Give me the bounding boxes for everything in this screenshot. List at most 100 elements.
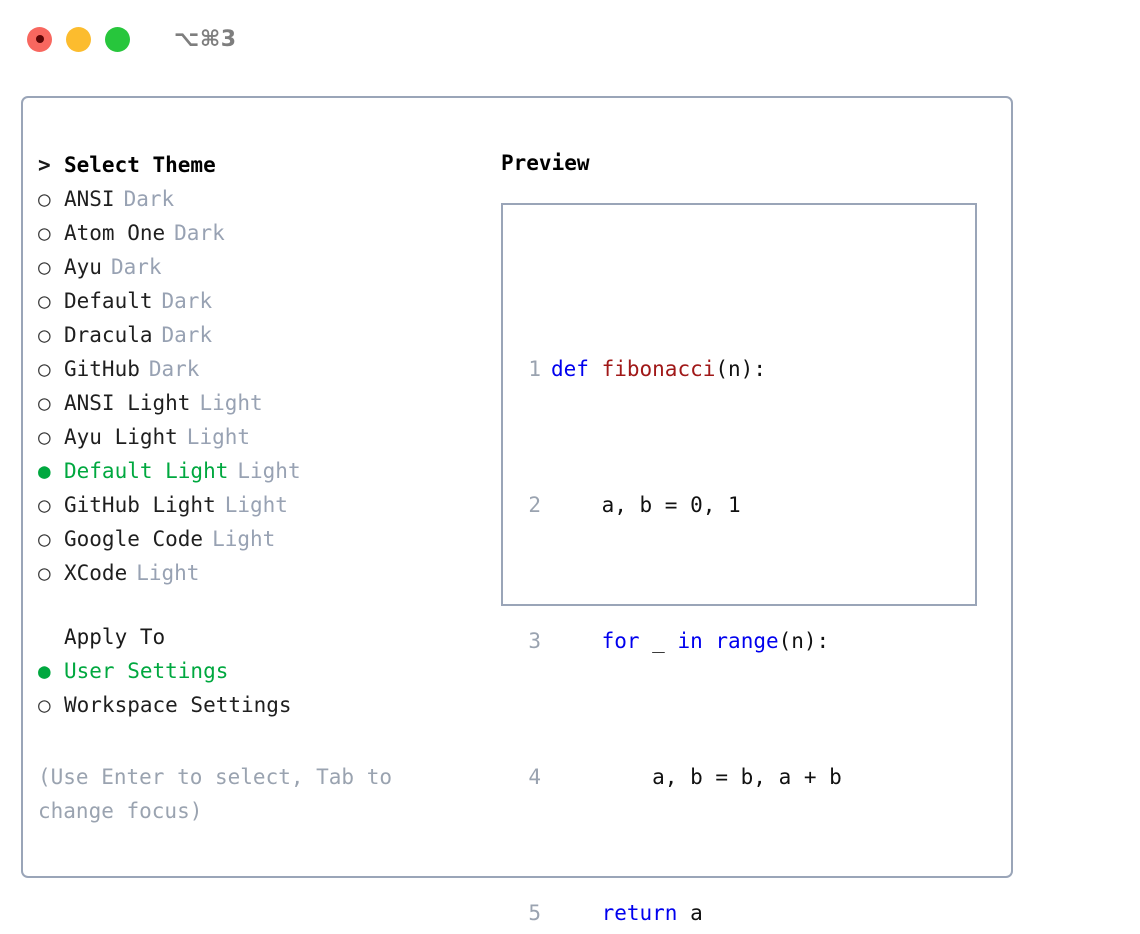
title-bar: ⌥⌘3 [0,0,1140,78]
line-number: 5 [528,901,541,925]
apply-to-option-workspace-settings[interactable]: ○ Workspace Settings [38,688,483,722]
theme-name: Google Code [64,527,204,551]
theme-name: GitHub Light [64,493,216,517]
theme-option-ansi-dark[interactable]: ○ ANSI Dark [38,182,483,216]
minimize-button[interactable] [66,26,91,52]
code-token [589,352,602,386]
close-button[interactable] [27,26,52,52]
theme-name: Ayu [64,255,102,279]
radio-empty-icon: ○ [38,527,51,551]
theme-option-github-light[interactable]: ○ GitHub Light Light [38,488,483,522]
theme-name: Default [64,289,153,313]
theme-category: Light [186,425,251,449]
theme-category: Light [199,391,263,415]
radio-empty-icon: ○ [38,255,51,279]
radio-empty-icon: ○ [38,425,51,449]
code-line: 1 def fibonacci(n): [519,352,862,386]
theme-category: Light [212,527,276,551]
line-number: 1 [528,357,541,381]
theme-name: Atom One [64,221,166,245]
line-number: 4 [528,765,541,789]
radio-selected-icon: ● [38,459,51,483]
theme-name: Dracula [64,323,153,347]
radio-empty-icon: ○ [38,357,51,381]
radio-empty-icon: ○ [38,693,51,717]
theme-name: Ayu Light [64,425,178,449]
code-line: 3 for _ in range(n): [519,624,862,658]
theme-category: Dark [161,289,213,313]
keyboard-hint-text: (Use Enter to select, Tab to change focu… [38,765,405,823]
apply-to-label: Workspace Settings [64,693,292,717]
theme-category: Light [224,493,288,517]
theme-picker-header: > Select Theme [38,148,483,182]
apply-to-label: User Settings [64,659,229,683]
radio-empty-icon: ○ [38,391,51,415]
radio-empty-icon: ○ [38,187,51,211]
theme-category: Dark [161,323,213,347]
theme-option-ayu-dark[interactable]: ○ Ayu Dark [38,250,483,284]
code-token: (n): [715,357,766,381]
code-token-keyword: def [551,357,589,381]
theme-category: Light [237,459,301,483]
theme-category: Dark [148,357,200,381]
code-token-function: fibonacci [601,357,716,381]
radio-empty-icon: ○ [38,561,51,585]
recording-dot-icon [35,35,44,43]
blank-marker-icon [38,620,64,654]
radio-empty-icon: ○ [38,221,51,245]
apply-to-option-user-settings[interactable]: ● User Settings [38,654,483,688]
keyboard-shortcut-label: ⌥⌘3 [174,26,237,52]
apply-to-title: Apply To [64,625,166,649]
code-token: (n): [778,629,830,653]
theme-picker-title: Select Theme [64,153,216,177]
code-token: _ [639,629,678,653]
theme-option-ayu-light[interactable]: ○ Ayu Light Light [38,420,483,454]
code-token: a, b = b, a + b [551,765,842,789]
radio-empty-icon: ○ [38,289,51,313]
code-token [551,624,602,658]
theme-name: XCode [64,561,128,585]
code-token-builtin: range [715,629,779,653]
theme-category: Dark [174,221,225,245]
line-number: 3 [528,629,541,653]
radio-empty-icon: ○ [38,493,51,517]
code-token: a, b = 0, 1 [551,493,741,517]
apply-to-header: Apply To [38,620,483,654]
code-line: 5 return a [519,896,862,930]
code-token-keyword: return [601,901,678,925]
code-token-keyword: for [601,629,640,653]
radio-empty-icon: ○ [38,323,51,347]
theme-name: ANSI [64,187,115,211]
theme-category: Light [136,561,200,585]
code-token [703,624,716,658]
theme-option-default-dark[interactable]: ○ Default Dark [38,284,483,318]
traffic-lights [27,26,130,52]
theme-option-atom-one-dark[interactable]: ○ Atom One Dark [38,216,483,250]
theme-category: Dark [110,255,162,279]
code-token [551,896,602,930]
theme-option-google-code[interactable]: ○ Google Code Light [38,522,483,556]
code-line: 4 a, b = b, a + b [519,760,862,794]
section-spacer [38,590,483,620]
theme-option-default-light[interactable]: ● Default Light Light [38,454,483,488]
maximize-button[interactable] [105,26,130,52]
code-token-keyword: in [677,629,703,653]
line-number: 2 [528,493,541,517]
theme-category: Dark [123,187,175,211]
code-line: 2 a, b = 0, 1 [519,488,862,522]
theme-name: GitHub [64,357,140,381]
theme-option-xcode[interactable]: ○ XCode Light [38,556,483,590]
radio-selected-icon: ● [38,659,51,683]
prompt-caret-icon: > [38,153,51,177]
theme-option-github-dark[interactable]: ○ GitHub Dark [38,352,483,386]
theme-option-dracula-dark[interactable]: ○ Dracula Dark [38,318,483,352]
theme-name: Default Light [64,459,229,483]
preview-title: Preview [501,151,590,175]
